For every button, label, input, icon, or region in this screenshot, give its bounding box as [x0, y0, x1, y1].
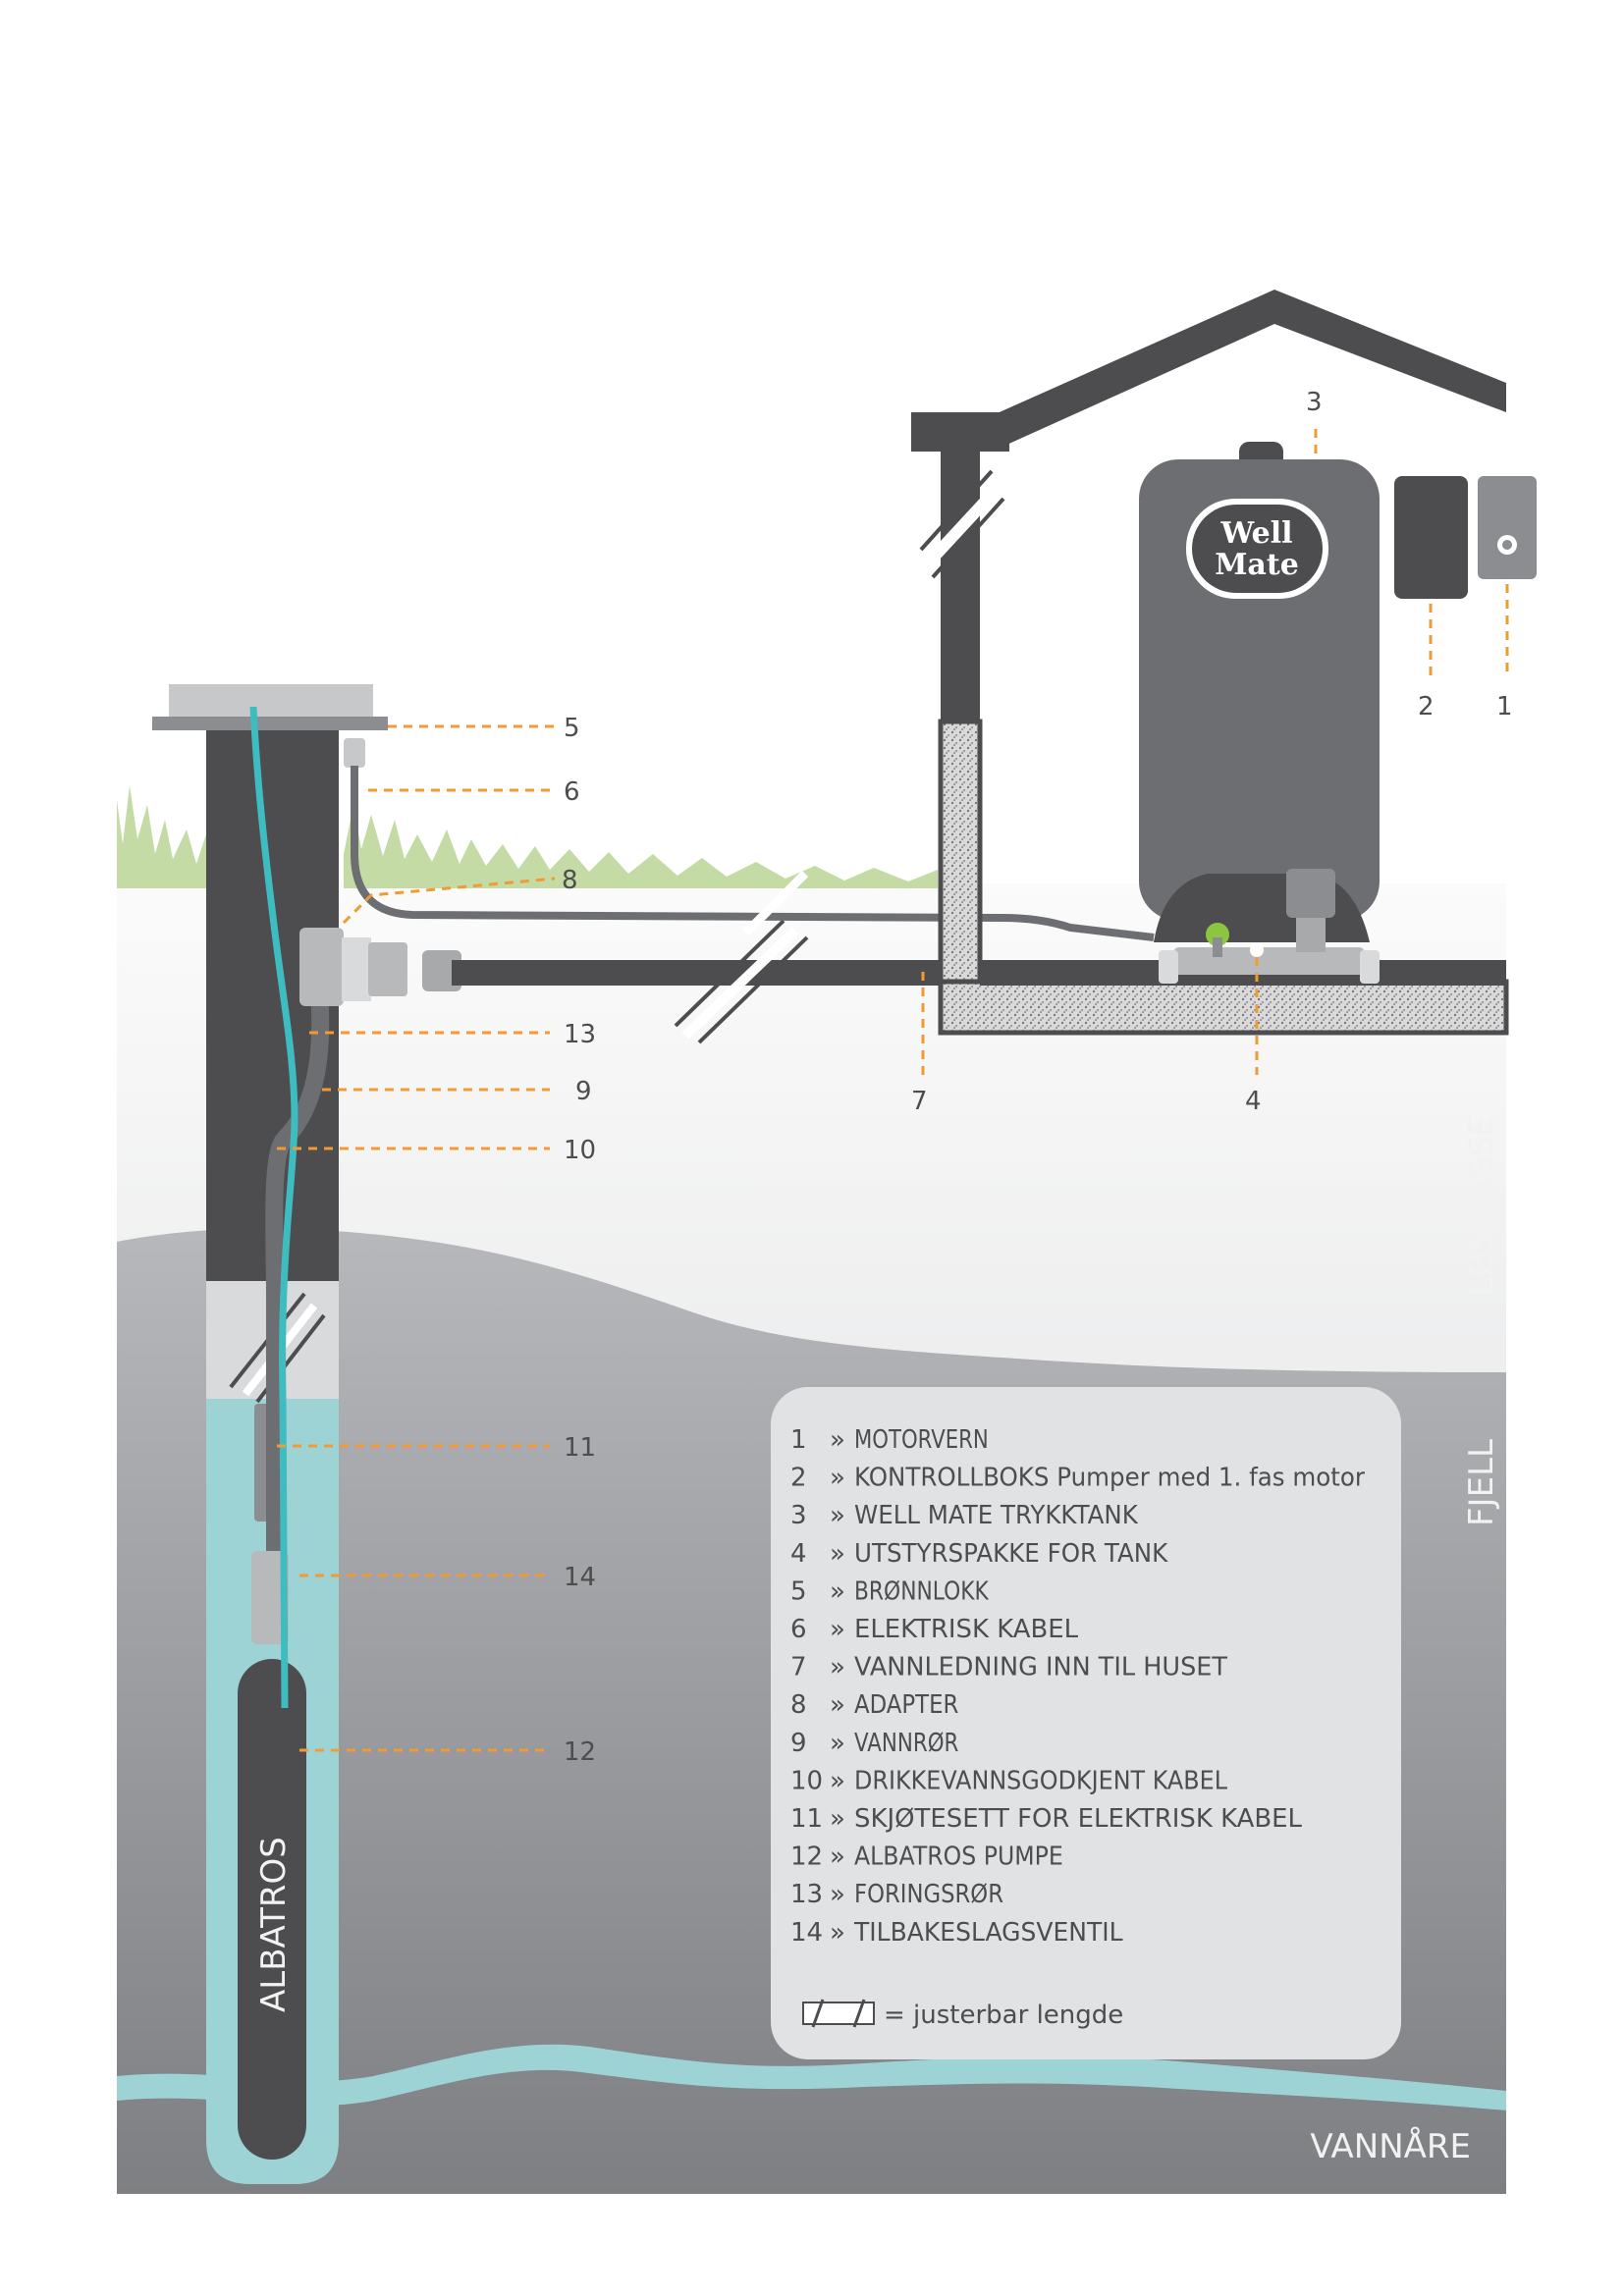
tank-logo-inner: [1192, 505, 1323, 593]
legend-number-2: 2: [790, 1464, 807, 1493]
wall-foundation: [938, 719, 983, 985]
legend-item-4: UTSTYRSPAKKE FOR TANK: [854, 1539, 1168, 1569]
tank-base: [1154, 874, 1370, 942]
legend-item-13: FORINGSRØR: [854, 1880, 1003, 1909]
legend-item-8: ADAPTER: [854, 1690, 958, 1720]
legend-note-slash-left: [811, 1999, 825, 2028]
legend-note: = justerbar lengde: [802, 1999, 1123, 2030]
legend-separator: »: [830, 1425, 845, 1455]
pump-body: [238, 1659, 306, 2160]
legend-item-11: SKJØTESETT FOR ELEKTRISK KABEL: [854, 1804, 1303, 1834]
control-box: [1394, 476, 1468, 599]
callout-leaders: [277, 422, 1509, 1752]
legend-number-12: 12: [790, 1842, 823, 1872]
cable-gland: [344, 738, 365, 768]
callout-numbers: 1 2 3 4 5 6 7 8 9 10 11 12 13 14: [562, 388, 1513, 1767]
callout-14: 14: [564, 1563, 596, 1592]
legend-item-12: ALBATROS PUMPE: [854, 1842, 1063, 1872]
legend-number-11: 11: [790, 1804, 823, 1834]
callout-5: 5: [564, 714, 580, 743]
check-valve: [251, 1551, 289, 1644]
legend-item-7: VANNLEDNING INN TIL HUSET: [854, 1653, 1227, 1682]
legend-item-9: VANNRØR: [854, 1729, 958, 1758]
legend-separator: »: [830, 1501, 845, 1530]
tank-logo-line1: Well: [1219, 516, 1292, 551]
legend-separator: »: [830, 1804, 845, 1834]
electrical-cable: [351, 766, 1155, 941]
legend-item-14: TILBAKESLAGSVENTIL: [853, 1918, 1123, 1948]
house-roof: [911, 290, 1506, 452]
callout-12: 12: [564, 1737, 596, 1767]
legend-separator: »: [830, 1729, 845, 1758]
zone-label-soil: LØSMASSE: [1462, 1114, 1501, 1296]
tank-equipment-package: [1159, 869, 1380, 984]
legend-item-1: MOTORVERN: [854, 1425, 989, 1455]
legend-number-1: 1: [790, 1425, 807, 1455]
callout-8: 8: [562, 866, 578, 895]
callout-4: 4: [1245, 1087, 1262, 1116]
water-pipe: [265, 990, 330, 1551]
legend-separator: »: [830, 1615, 845, 1644]
well-cap-flange: [152, 717, 388, 730]
legend-number-10: 10: [790, 1766, 823, 1795]
callout-3: 3: [1306, 388, 1323, 417]
legend-number-3: 3: [790, 1501, 807, 1530]
drinking-water-cable: [249, 706, 298, 1709]
legend-note-text: = justerbar lengde: [884, 2001, 1123, 2030]
well-cap: [169, 684, 373, 720]
motor-protection: [1478, 476, 1537, 579]
legend-item-5: BRØNNLOKK: [854, 1576, 990, 1606]
callout-11: 11: [564, 1433, 596, 1463]
floor-foundation: [938, 979, 1509, 1036]
pump-label: ALBATROS: [254, 1837, 294, 2012]
legend-number-6: 6: [790, 1615, 807, 1644]
legend-number-14: 14: [790, 1918, 823, 1948]
legend-number-13: 13: [790, 1880, 823, 1909]
callout-2: 2: [1418, 692, 1435, 721]
legend-separator: »: [830, 1842, 845, 1872]
legend-list: 1 » MOTORVERN 2 » KONTROLLBOKS Pumper med 1. …: [790, 1425, 1365, 1948]
aquifer-band: [117, 2044, 1506, 2110]
tank-logo-line2: Mate: [1215, 548, 1299, 582]
callout-6: 6: [564, 777, 580, 807]
break-mark-waterline: [674, 919, 809, 1044]
legend-separator: »: [830, 1576, 845, 1606]
legend-separator: »: [830, 1918, 845, 1948]
legend-item-10: DRIKKEVANNSGODKJENT KABEL: [854, 1766, 1227, 1795]
legend-separator: »: [830, 1690, 845, 1720]
legend-separator: »: [830, 1766, 845, 1795]
legend-note-slash-right: [852, 1999, 866, 2028]
callout-9: 9: [575, 1077, 592, 1106]
break-mark-cable: [742, 870, 809, 936]
legend-number-9: 9: [790, 1729, 807, 1758]
callout-1: 1: [1496, 692, 1513, 721]
callout-13: 13: [564, 1020, 596, 1049]
legend-separator: »: [830, 1464, 845, 1493]
zone-label-rock: FJELL: [1462, 1439, 1501, 1526]
break-mark-wall: [919, 469, 1005, 579]
legend-number-8: 8: [790, 1690, 807, 1720]
legend-item-3: WELL MATE TRYKKTANK: [854, 1501, 1139, 1530]
legend-number-7: 7: [790, 1653, 807, 1682]
motor-protection-knob-center: [1502, 540, 1512, 550]
legend-item-6: ELEKTRISK KABEL: [854, 1615, 1079, 1644]
grass: [117, 785, 938, 888]
legend-box: [771, 1387, 1401, 2059]
callout-7: 7: [911, 1087, 928, 1116]
legend-separator: »: [830, 1653, 845, 1682]
legend-item-2: KONTROLLBOKS Pumper med 1. fas motor: [854, 1464, 1365, 1493]
callout-10: 10: [564, 1136, 596, 1165]
legend-separator: »: [830, 1880, 845, 1909]
legend-number-5: 5: [790, 1576, 807, 1606]
zone-label-aquifer: VANNÅRE: [1310, 2126, 1471, 2166]
legend-number-4: 4: [790, 1539, 807, 1569]
house-wall: [941, 437, 980, 721]
legend-separator: »: [830, 1539, 845, 1569]
